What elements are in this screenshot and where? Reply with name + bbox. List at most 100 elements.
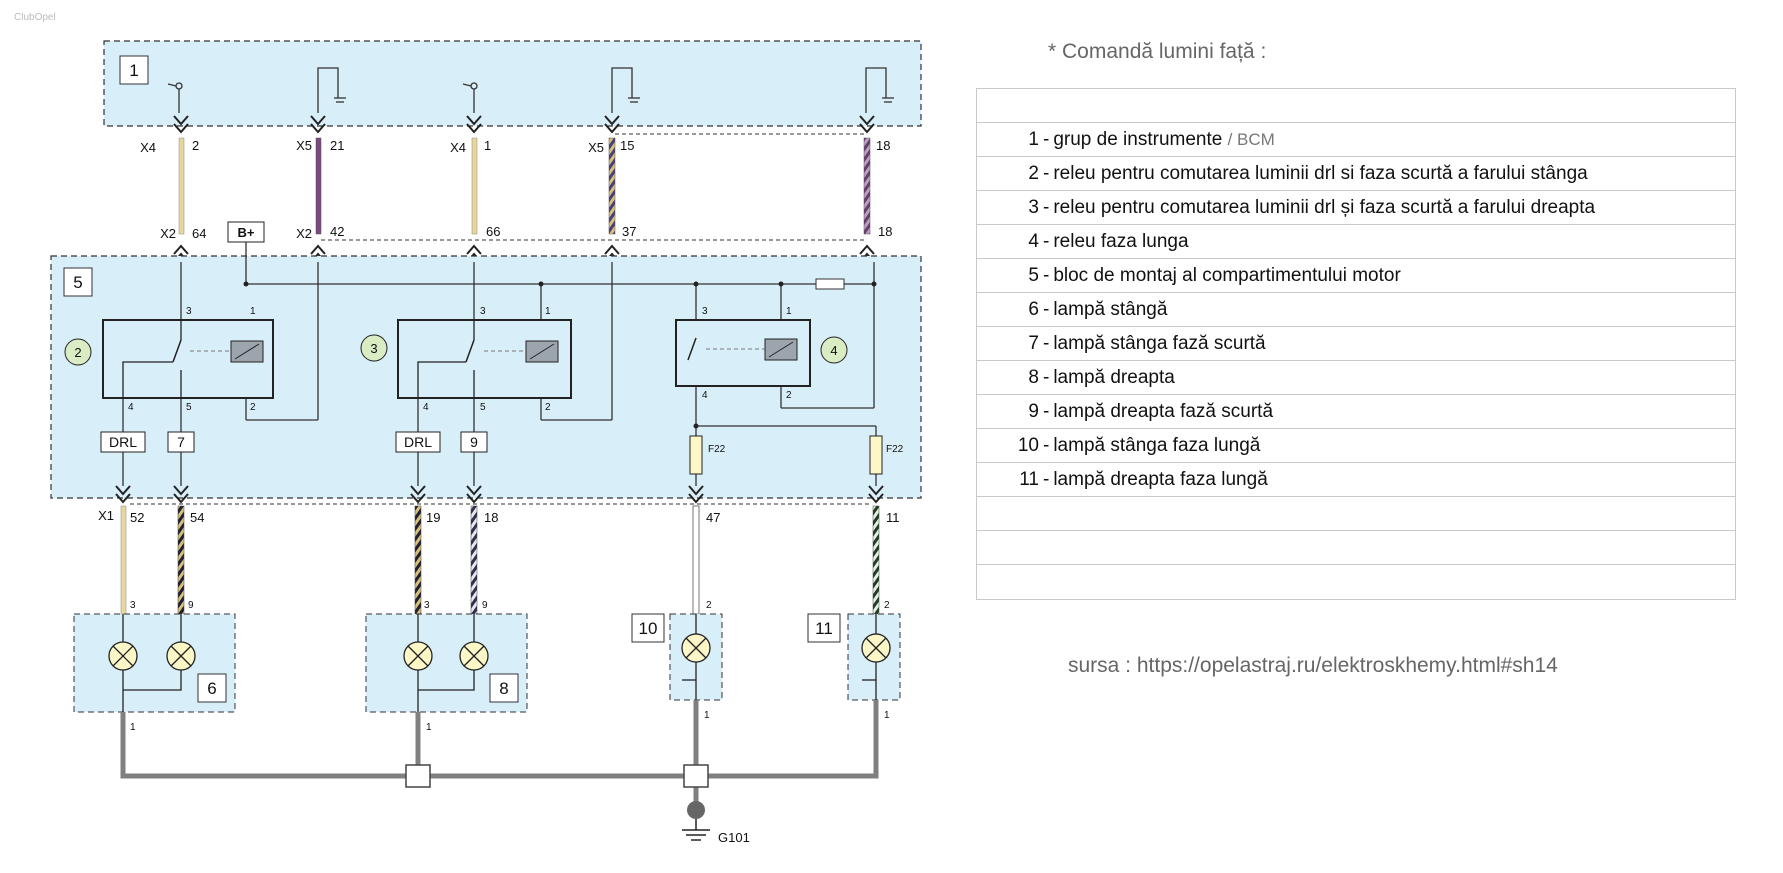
- bcm-box-number: [119, 55, 149, 85]
- legend-separator: -: [1043, 163, 1050, 184]
- pin-x2-37: 37: [622, 224, 636, 239]
- relay-3-pin-3: 3: [480, 306, 486, 317]
- bcm-box: [103, 40, 922, 127]
- pin-x1-54: 54: [190, 510, 204, 525]
- lamp-box-6-label: 6: [207, 679, 216, 698]
- connector-x5-left: X5: [296, 138, 312, 153]
- wire-x1-11: [872, 505, 880, 615]
- legend-text: lampă dreapta faza lungă: [1053, 469, 1268, 490]
- pin-x1-18: 18: [484, 510, 498, 525]
- fusebox-number: [63, 267, 93, 297]
- bplus-label: B+: [238, 225, 255, 240]
- wire-x1-52: [120, 505, 127, 615]
- wire-x5-21: [315, 137, 322, 235]
- fuse-9-box: [460, 431, 488, 453]
- legend-separator: -: [1043, 129, 1050, 150]
- legend-separator: -: [1043, 333, 1050, 354]
- legend-note: / BCM: [1227, 130, 1275, 149]
- legend-separator: -: [1043, 401, 1050, 422]
- fuse-7-box: [167, 431, 195, 453]
- wiring-diagram: 1 X4 2 X5 21 X4 1 X5 15 18 X2 64 X2 42 6…: [50, 40, 922, 845]
- legend-text: lampă stânga faza lungă: [1053, 435, 1261, 456]
- ground-pin-8: 1: [426, 722, 432, 733]
- bcm-switch-symbols: [167, 67, 894, 113]
- wire-x4-1: [471, 137, 478, 235]
- legend-row: 10-lampă stânga faza lungă: [977, 429, 1735, 463]
- relay-4-pin-2: 2: [786, 390, 792, 401]
- connector-x5-mid: X5: [588, 140, 604, 155]
- legend-separator: -: [1043, 197, 1050, 218]
- wire-x5-15: [608, 137, 616, 235]
- legend-separator: -: [1043, 299, 1050, 320]
- lamp-10-symbols: [681, 614, 711, 700]
- source-link[interactable]: sursa : https://opelastraj.ru/elektroskh…: [1068, 654, 1558, 677]
- connector-chevrons-bottom: [115, 485, 884, 504]
- legend-row: [977, 531, 1735, 565]
- ground-pin-6: 1: [130, 722, 136, 733]
- drl-right-label: DRL: [404, 434, 432, 450]
- drl-right-box: [395, 431, 441, 453]
- legend-text: grup de instrumente: [1053, 129, 1223, 150]
- legend-number: 2: [1028, 163, 1039, 184]
- lamp-6-symbols: [108, 614, 196, 712]
- ground-wiring: [120, 700, 879, 806]
- drl-left-label: DRL: [109, 434, 137, 450]
- legend-text: releu pentru comutarea luminii drl și fa…: [1053, 197, 1596, 218]
- relay-4-pin-1: 1: [786, 306, 792, 317]
- legend-row: 11-lampă dreapta faza lungă: [977, 463, 1735, 497]
- legend-row: 8-lampă dreapta: [977, 361, 1735, 395]
- relay-2-pin-1: 1: [250, 306, 256, 317]
- pin-top-15: 15: [620, 138, 634, 153]
- lamp-8-pin-9: 9: [482, 600, 488, 611]
- page-title: * Comandă lumini față :: [1048, 40, 1267, 63]
- fusebox-internal-wiring: [122, 242, 877, 486]
- relay-4-label: 4: [830, 343, 837, 358]
- legend-row: 3-releu pentru comutarea luminii drl și …: [977, 191, 1735, 225]
- legend-text: releu faza lunga: [1053, 231, 1189, 252]
- fuse-f22-right-label: F22: [886, 444, 904, 455]
- lamp-box-11-number: [807, 613, 841, 643]
- lamp-8-symbols: [403, 614, 489, 712]
- legend-number: 3: [1028, 197, 1039, 218]
- pin-x1-52: 52: [130, 510, 144, 525]
- relay-3-body: [397, 319, 572, 399]
- bcm-box-label: 1: [129, 61, 138, 80]
- lamp-box-8-label: 8: [499, 679, 508, 698]
- legend-number: 11: [1019, 469, 1039, 490]
- lamp-box-11-label: 11: [815, 619, 833, 638]
- lamp-6-pin-9: 9: [188, 600, 194, 611]
- legend-text: lampă stângă: [1053, 299, 1168, 320]
- legend-text: bloc de montaj al compartimentului motor: [1053, 265, 1401, 286]
- relay-3-label: 3: [370, 341, 377, 356]
- splice-left: [405, 764, 431, 788]
- connector-x1: X1: [98, 508, 114, 523]
- relay-3-pin-5: 5: [480, 402, 486, 413]
- pin-top-1: 1: [484, 138, 491, 153]
- lamp-6-pin-3: 3: [130, 600, 136, 611]
- legend-row: [977, 89, 1735, 123]
- pin-x2-42: 42: [330, 224, 344, 239]
- fuse-f22-right: [869, 435, 883, 475]
- relay-4-pin-4: 4: [702, 390, 708, 401]
- legend-number: 4: [1028, 231, 1039, 252]
- legend-row: 5-bloc de montaj al compartimentului mot…: [977, 259, 1735, 293]
- pin-x1-47: 47: [706, 510, 720, 525]
- pin-x2-64: 64: [192, 226, 206, 241]
- lamp-box-10-label: 10: [639, 619, 658, 638]
- lamp-11-pin-2: 2: [884, 600, 890, 611]
- relay-4-body: [675, 319, 811, 387]
- relay-2-switch: [172, 339, 182, 363]
- lamp-box-6-number: [197, 673, 227, 703]
- legend-row: [977, 497, 1735, 531]
- relay-2-label: 2: [74, 345, 81, 360]
- fuse-f22-left: [689, 435, 703, 475]
- relay-2-pin-3: 3: [186, 306, 192, 317]
- ground-pin-11: 1: [884, 710, 890, 721]
- relay-2-body: [102, 319, 274, 399]
- legend-separator: -: [1043, 265, 1050, 286]
- pin-top-21: 21: [330, 138, 344, 153]
- relay-3-pin-4: 4: [423, 402, 429, 413]
- relay-2-pin-2: 2: [250, 402, 256, 413]
- pin-top-2: 2: [192, 138, 199, 153]
